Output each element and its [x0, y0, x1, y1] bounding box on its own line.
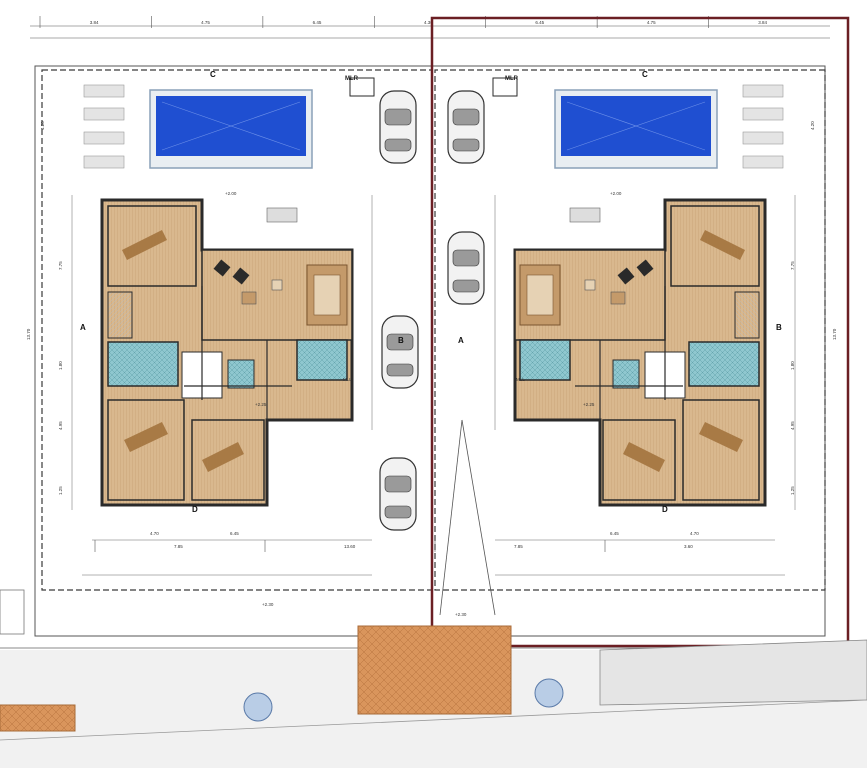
right-section-d: D	[662, 505, 668, 514]
left-mll-label: MLL	[343, 377, 352, 382]
bottom-dimension-label: 7.85	[174, 544, 183, 549]
right-level-2: +2.30	[455, 612, 467, 617]
left-level-2: +2.30	[262, 602, 274, 607]
right-height-3: 4.70	[690, 531, 699, 536]
right-total-width: 13.70	[832, 328, 837, 340]
right-section-b: B	[776, 323, 782, 332]
car-1	[379, 90, 417, 164]
left-section-d: D	[192, 505, 198, 514]
top-dimension-label: 6.45	[535, 20, 544, 25]
street	[0, 589, 867, 768]
left-level-3: +2.25	[255, 402, 267, 407]
right-width-1: 7.75	[790, 261, 795, 270]
top-dimension-band: 3.84 4.75 6.45 4.30 6.45 4.75 3.84	[30, 16, 830, 39]
bottom-dimension-band: 7.85 13.60 7.85 3.60	[94, 540, 693, 552]
right-house-labels: MLR A B C D MLL 13.70 7.75 1.80 4.95 1.2…	[455, 70, 837, 617]
right-height-1: 4.20	[810, 121, 815, 130]
left-total-width: 13.70	[26, 328, 31, 340]
right-width-2: 1.80	[790, 361, 795, 370]
top-dimension-label: 6.45	[313, 20, 322, 25]
left-section-c: C	[210, 70, 216, 79]
right-height-2: 6.45	[610, 531, 619, 536]
sidewalk-paving	[0, 704, 76, 732]
highlighted-plot-frame	[430, 16, 850, 648]
left-house-labels: MLR A B C D MLL 13.70 7.75 1.80 4.95 1.2…	[26, 70, 404, 607]
left-height-1: 4.20	[40, 121, 45, 130]
entrance-paving	[357, 625, 512, 715]
left-height-3: 4.70	[150, 531, 159, 536]
left-house	[40, 68, 434, 592]
left-section-b: B	[398, 336, 404, 345]
car-5	[379, 457, 417, 531]
top-dimension-label: 4.75	[647, 20, 656, 25]
right-section-c: C	[642, 70, 648, 79]
car-4	[381, 315, 419, 389]
bottom-dimension-label: 13.60	[344, 544, 356, 549]
left-height-2: 6.45	[230, 531, 239, 536]
right-width-4: 1.25	[790, 486, 795, 495]
top-dimension-label: 4.75	[201, 20, 210, 25]
tree-icon	[243, 692, 273, 722]
left-width-4: 1.25	[58, 486, 63, 495]
car-2	[447, 90, 485, 164]
left-mlr-label: MLR	[345, 76, 359, 82]
right-level-1: +2.00	[610, 191, 622, 196]
left-section-a: A	[80, 323, 86, 332]
bottom-dimension-label: 7.85	[514, 544, 523, 549]
top-dimension-label: 4.30	[424, 20, 433, 25]
car-3	[447, 231, 485, 305]
top-dimension-label: 3.84	[90, 20, 99, 25]
right-section-a: A	[458, 336, 464, 345]
left-level-1: +2.00	[225, 191, 237, 196]
right-mll-label: MLL	[516, 377, 525, 382]
left-width-1: 7.75	[58, 261, 63, 270]
right-level-3: +2.25	[583, 402, 595, 407]
right-mlr-label: MLR	[505, 76, 519, 82]
right-width-3: 4.95	[790, 421, 795, 430]
bottom-dimension-label: 3.60	[684, 544, 693, 549]
right-house	[433, 68, 827, 592]
left-width-3: 4.95	[58, 421, 63, 430]
left-width-2: 1.80	[58, 361, 63, 370]
top-dimension-label: 3.84	[758, 20, 767, 25]
tree-icon	[534, 678, 564, 708]
